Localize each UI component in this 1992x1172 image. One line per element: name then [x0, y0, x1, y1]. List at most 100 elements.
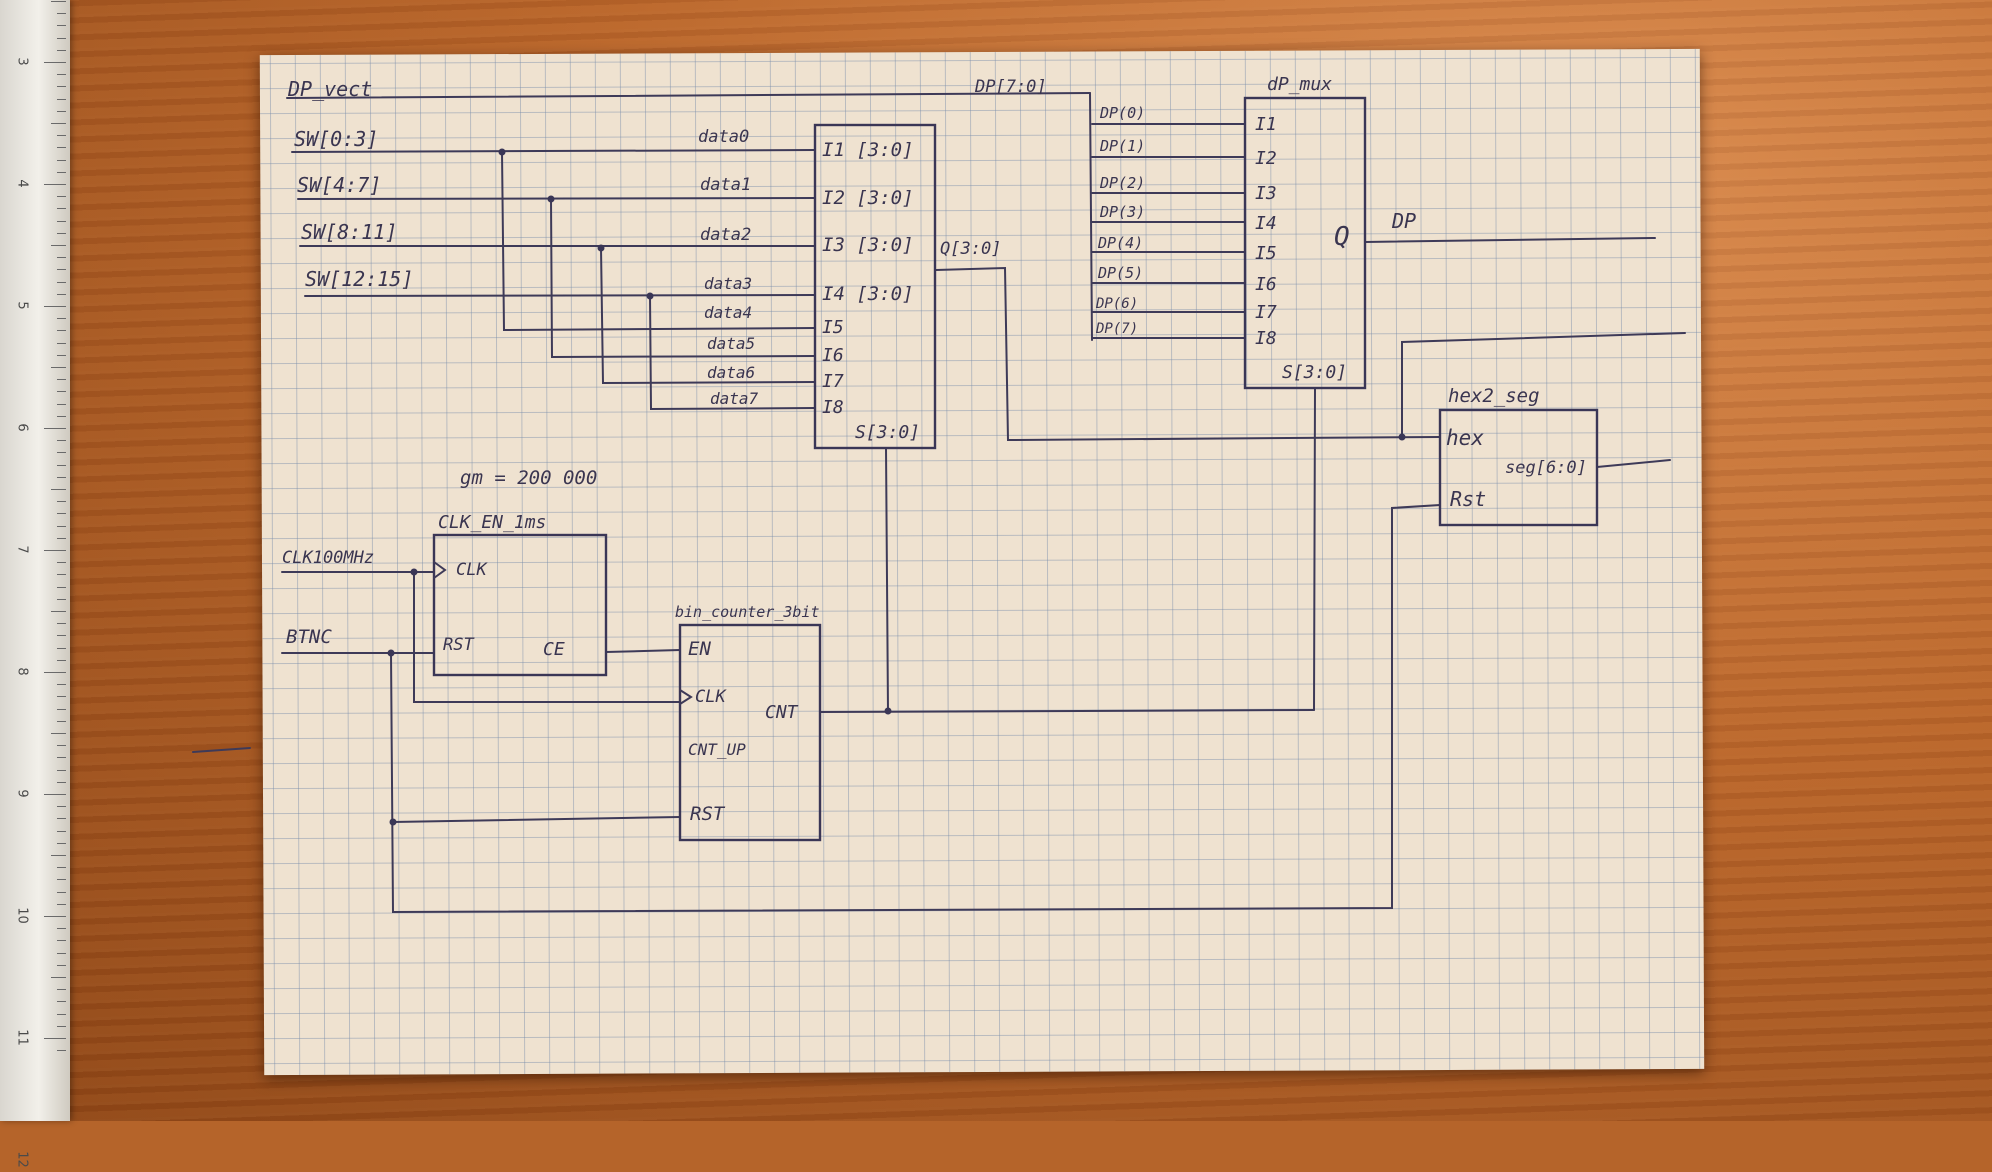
schematic-diagram: DP_vect SW[0:3] SW[4:7] SW[8:11] SW[12:1…: [192, 74, 1686, 914]
label-clk-in: CLK100MHz: [282, 548, 374, 568]
ruler-tick: [57, 1025, 66, 1027]
dp-mux-sel: S[3:0]: [1282, 362, 1347, 383]
label-sw-1: SW[4:7]: [297, 173, 381, 197]
ruler-tick: [57, 13, 66, 15]
ruler-tick: [57, 501, 66, 503]
ruler-tick: [51, 1, 66, 2]
ruler-tick: [57, 391, 66, 393]
mux1-in5: I5: [822, 317, 844, 338]
ruler-tick: [51, 123, 66, 124]
label-data3: data3: [704, 274, 752, 293]
ruler-tick: [57, 269, 66, 271]
junction-dot: [547, 195, 555, 203]
wire-dp-out: [1364, 237, 1656, 243]
label-data5: data5: [707, 334, 755, 353]
wire-rst-counter: [392, 816, 681, 823]
ruler-tick: [57, 452, 66, 454]
ruler-tick: [51, 489, 66, 490]
mux1-sel: S[3:0]: [855, 422, 920, 443]
hex2seg-block: [1438, 408, 1599, 527]
ruler-tick: [57, 598, 66, 600]
label-sw-3: SW[12:15]: [305, 267, 413, 291]
stray-mark: [192, 747, 251, 753]
wire-sw-0-3: [291, 149, 816, 153]
wire-hex-branch: [1401, 332, 1686, 438]
label-data0: data0: [698, 127, 749, 147]
ruler-tick: [57, 318, 66, 320]
wire-tap-2: [550, 198, 816, 359]
ruler-number: 12: [14, 1151, 30, 1168]
wire-mux1-sel: [885, 447, 889, 713]
dp-mux-in2: I2: [1255, 148, 1277, 169]
label-data2: data2: [700, 225, 751, 245]
ruler-tick: [57, 403, 66, 405]
hex2seg-title: hex2_seg: [1448, 385, 1540, 407]
ruler-tick: [57, 98, 66, 100]
ruler-tick: [44, 672, 66, 673]
junction-dot: [387, 649, 395, 657]
ruler-tick: [57, 110, 66, 112]
ruler-tick: [57, 928, 66, 930]
ruler-tick: [57, 25, 66, 27]
ruler-tick: [57, 159, 66, 161]
ruler-tick: [51, 733, 66, 734]
wire-dpmux-sel: [1313, 387, 1316, 711]
counter-cnt: CNT: [765, 702, 799, 723]
wire-cnt-out: [819, 709, 1315, 713]
ruler-tick: [57, 1013, 66, 1015]
ruler-tick: [57, 74, 66, 76]
dp-mux-in7: I7: [1255, 302, 1277, 323]
hex2seg-hex: hex: [1446, 426, 1484, 450]
ruler-tick: [57, 379, 66, 381]
ruler-tick: [57, 586, 66, 588]
junction-dot: [1398, 433, 1406, 441]
ruler-tick: [57, 781, 66, 783]
ruler-tick: [57, 562, 66, 564]
ruler-tick: [57, 720, 66, 722]
ruler-tick: [57, 476, 66, 478]
label-dp-5: DP(5): [1097, 264, 1143, 282]
ruler-tick: [57, 147, 66, 149]
label-dp-7: DP(7): [1095, 321, 1138, 337]
junction-dot: [884, 707, 892, 715]
ruler-tick: [57, 659, 66, 661]
ruler-tick: [44, 306, 66, 307]
ruler-tick: [57, 806, 66, 808]
wires: [192, 92, 1686, 914]
ruler-tick: [44, 550, 66, 551]
ruler-tick: [57, 647, 66, 649]
ruler-tick: [57, 574, 66, 576]
wire-btnc-down: [390, 504, 1441, 914]
hex2seg-rst: Rst: [1450, 487, 1486, 511]
mux1-in8: I8: [822, 397, 844, 418]
ruler-tick: [57, 354, 66, 356]
dp-mux-block: [1243, 96, 1367, 390]
junction-dot: [410, 568, 418, 576]
ruler-tick: [57, 537, 66, 539]
mux1-out: Q[3:0]: [940, 239, 1001, 259]
label-dp-6: DP(6): [1095, 296, 1138, 312]
label-dp-3: DP(3): [1099, 203, 1145, 221]
ruler-tick: [57, 769, 66, 771]
wire-tap-3: [600, 247, 816, 385]
ruler-tick: [57, 232, 66, 234]
label-sw-2: SW[8:11]: [301, 220, 397, 244]
label-btnc: BTNC: [286, 626, 332, 648]
junction-dot: [498, 148, 506, 156]
label-gm: gm = 200 000: [460, 467, 597, 489]
counter-block: [678, 623, 822, 842]
ruler-tick: [51, 611, 66, 612]
mux1-in3: I3 [3:0]: [822, 234, 914, 256]
clk-en-rst: RST: [443, 635, 475, 655]
label-dp-0: DP(0): [1099, 104, 1145, 122]
ruler-tick: [44, 184, 66, 185]
clk-en-block: [432, 533, 608, 677]
ruler-tick: [44, 794, 66, 795]
ruler-tick: [57, 879, 66, 881]
ruler-tick: [57, 86, 66, 88]
ruler-tick: [57, 708, 66, 710]
wire-clk-branch: [413, 571, 681, 703]
wire-seg-out: [1596, 459, 1671, 468]
dp-mux-in8: I8: [1255, 328, 1277, 349]
